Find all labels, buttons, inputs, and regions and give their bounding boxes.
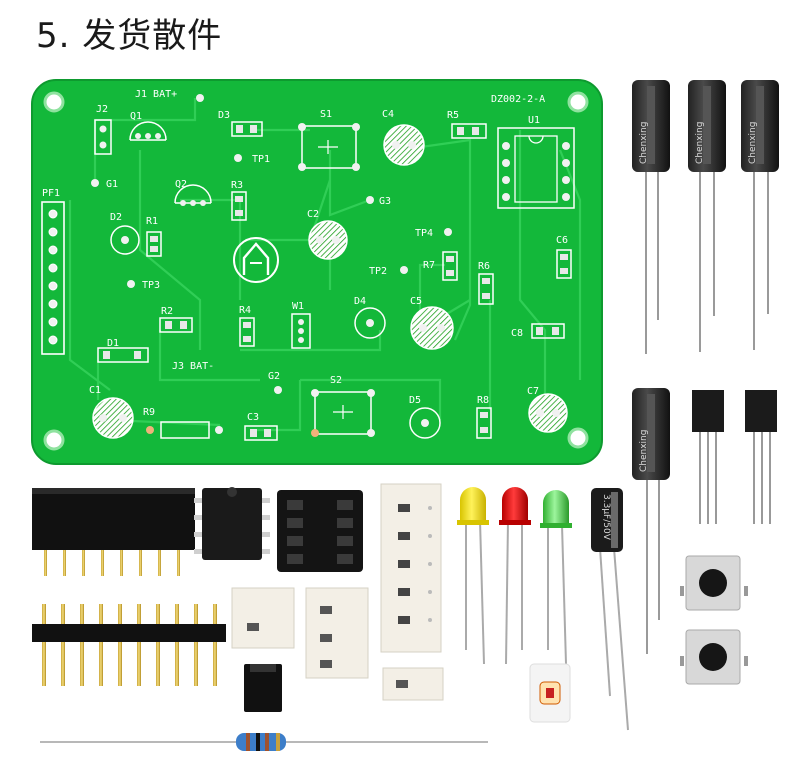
label-c7: C7 bbox=[527, 386, 539, 397]
label-tp2: TP2 bbox=[369, 266, 387, 277]
label-r5: R5 bbox=[447, 110, 459, 121]
label-c6: C6 bbox=[556, 235, 568, 246]
label-r4: R4 bbox=[239, 305, 251, 316]
label-tp1: TP1 bbox=[252, 154, 270, 165]
jumper-cap bbox=[244, 664, 282, 712]
label-r3: R3 bbox=[231, 180, 243, 191]
electrolytic-capacitors-top: Chenxing Chenxing Chenxing bbox=[632, 80, 779, 354]
transistors bbox=[692, 390, 777, 524]
label-g1: G1 bbox=[106, 179, 118, 190]
electrolytic-capacitor-bottom: Chenxing bbox=[632, 388, 670, 654]
capacitor-brand-label: Chenxing bbox=[639, 122, 649, 164]
label-q2: Q2 bbox=[175, 179, 187, 190]
label-pf1: PF1 bbox=[42, 188, 60, 199]
label-r2: R2 bbox=[161, 306, 173, 317]
label-d4: D4 bbox=[354, 296, 366, 307]
ic-socket bbox=[277, 490, 363, 572]
label-d3: D3 bbox=[218, 110, 230, 121]
smd-tape-strip bbox=[380, 483, 442, 653]
label-tp3: TP3 bbox=[142, 280, 160, 291]
label-c4: C4 bbox=[382, 109, 394, 120]
capacitor-brand-label: Chenxing bbox=[639, 430, 649, 472]
label-u1: U1 bbox=[528, 115, 540, 126]
label-g3: G3 bbox=[379, 196, 391, 207]
label-r1: R1 bbox=[146, 216, 158, 227]
label-s2: S2 bbox=[330, 375, 342, 386]
label-r7: R7 bbox=[423, 260, 435, 271]
small-electrolytic-capacitor: 3.3μF/50V bbox=[591, 488, 629, 731]
label-c3: C3 bbox=[247, 412, 259, 423]
page-title: 5. 发货散件 bbox=[36, 16, 223, 56]
label-tp4: TP4 bbox=[415, 228, 433, 239]
pcb-board: J1 BAT+ J2 J3 BAT- Q1 Q2 D1 D2 D3 D4 D5 … bbox=[31, 79, 603, 465]
label-j1: J1 BAT+ bbox=[135, 89, 177, 100]
label-c8: C8 bbox=[511, 328, 523, 339]
label-q1: Q1 bbox=[130, 111, 142, 122]
label-c5: C5 bbox=[410, 296, 422, 307]
label-c1: C1 bbox=[89, 385, 101, 396]
ic-chip bbox=[194, 487, 270, 560]
capacitor-brand-label: Chenxing bbox=[748, 122, 758, 164]
tactile-switches bbox=[680, 555, 748, 685]
male-pin-header bbox=[32, 604, 226, 686]
label-d1: D1 bbox=[107, 338, 119, 349]
label-j3: J3 BAT- bbox=[172, 361, 214, 372]
through-hole-resistor bbox=[40, 733, 488, 751]
label-g2: G2 bbox=[268, 371, 280, 382]
leds bbox=[457, 487, 572, 665]
label-r6: R6 bbox=[478, 261, 490, 272]
smd-tape-pieces bbox=[231, 587, 444, 701]
label-r8: R8 bbox=[477, 395, 489, 406]
capacitor-brand-label: Chenxing bbox=[695, 122, 705, 164]
label-w1: W1 bbox=[292, 301, 304, 312]
label-d5: D5 bbox=[409, 395, 421, 406]
label-r9: R9 bbox=[143, 407, 155, 418]
female-pin-header bbox=[32, 488, 195, 576]
board-id-label: DZ002-2-A bbox=[491, 94, 545, 105]
label-s1: S1 bbox=[320, 109, 332, 120]
fuse-package bbox=[529, 663, 571, 723]
label-c2: C2 bbox=[307, 209, 319, 220]
label-d2: D2 bbox=[110, 212, 122, 223]
label-j2: J2 bbox=[96, 104, 108, 115]
small-capacitor-label: 3.3μF/50V bbox=[601, 494, 611, 541]
